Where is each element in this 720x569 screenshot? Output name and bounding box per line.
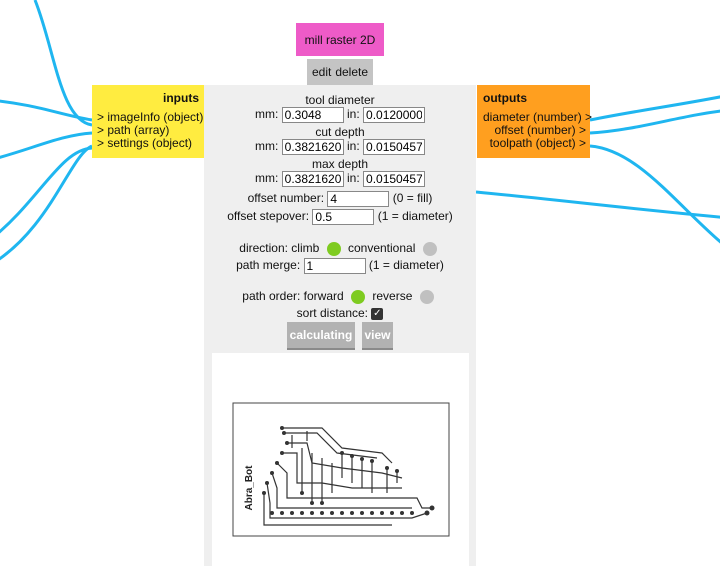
inputs-header: inputs <box>163 91 199 105</box>
input-port-path[interactable]: > path (array) <box>97 123 170 137</box>
tool-diameter-label: tool diameter <box>305 93 375 107</box>
sort-distance-label: sort distance: <box>296 306 369 320</box>
tool-diameter-in-input[interactable] <box>363 107 426 123</box>
path-merge-hint: (1 = diameter) <box>368 258 444 273</box>
path-order-row: path order: forward reverse <box>204 289 476 304</box>
tool-diameter-in-label: in: <box>346 107 360 122</box>
cut-depth-in-input[interactable] <box>363 139 426 155</box>
sort-distance-row: sort distance: ✓ <box>204 306 476 320</box>
outputs-header: outputs <box>483 91 527 105</box>
offset-stepover-label: offset stepover: <box>227 209 310 224</box>
outputs-panel: outputs diameter (number) > offset (numb… <box>477 85 593 158</box>
offset-stepover-hint: (1 = diameter) <box>377 209 453 224</box>
offset-number-label: offset number: <box>247 191 325 206</box>
cut-depth-in-label: in: <box>346 139 360 154</box>
output-port-diameter[interactable]: diameter (number) > <box>483 110 593 124</box>
wire-in-1 <box>0 99 93 122</box>
max-depth-label: max depth <box>311 157 369 171</box>
output-port-offset[interactable]: offset (number) > <box>494 123 587 137</box>
offset-number-hint: (0 = fill) <box>392 191 433 206</box>
cut-depth-row: mm: in: <box>204 139 476 155</box>
input-port-settings[interactable]: > settings (object) <box>97 136 193 150</box>
cut-depth-mm-input[interactable] <box>281 139 344 155</box>
view-button[interactable]: view <box>362 322 393 348</box>
wire-in-3 <box>33 0 93 127</box>
offset-stepover-input[interactable] <box>312 209 375 225</box>
path-order-forward-label: path order: forward <box>242 289 344 303</box>
sort-distance-checkbox[interactable]: ✓ <box>371 307 384 320</box>
path-order-reverse-radio[interactable] <box>419 289 434 304</box>
edit-button[interactable]: edit <box>311 65 332 79</box>
tool-diameter-mm-input[interactable] <box>281 107 344 123</box>
direction-conventional-label: conventional <box>347 241 416 255</box>
module-title[interactable]: mill raster 2D <box>296 23 384 56</box>
direction-climb-label: direction: climb <box>239 241 320 255</box>
calculate-button[interactable]: calculating <box>287 322 355 348</box>
offset-stepover-row: offset stepover: (1 = diameter) <box>204 209 476 225</box>
wire-out-2 <box>589 109 720 135</box>
toolpath-preview: Abra_Bot <box>212 353 469 566</box>
wire-out-4 <box>475 190 720 219</box>
toolpath-pads <box>262 426 435 516</box>
path-merge-row: path merge: (1 = diameter) <box>204 258 476 274</box>
direction-climb-radio[interactable] <box>326 241 341 256</box>
max-depth-row: mm: in: <box>204 171 476 187</box>
offset-number-input[interactable] <box>327 191 390 207</box>
inputs-panel: inputs > imageInfo (object) > path (arra… <box>92 85 204 158</box>
max-depth-mm-input[interactable] <box>281 171 344 187</box>
wire-in-4 <box>0 144 93 261</box>
cut-depth-mm-label: mm: <box>254 139 279 154</box>
direction-row: direction: climb conventional <box>204 241 476 256</box>
path-order-reverse-label: reverse <box>372 289 413 303</box>
wire-in-5 <box>0 146 93 234</box>
tool-diameter-mm-label: mm: <box>254 107 279 122</box>
module-actions: edit delete <box>307 59 373 85</box>
wire-in-2 <box>0 131 93 159</box>
toolpath-traces <box>263 427 432 526</box>
max-depth-mm-label: mm: <box>254 171 279 186</box>
direction-conventional-radio[interactable] <box>422 241 437 256</box>
board-label: Abra_Bot <box>244 465 255 511</box>
output-port-toolpath[interactable]: toolpath (object) > <box>489 136 586 150</box>
wire-out-3 <box>589 144 720 244</box>
cut-depth-label: cut depth <box>315 125 365 139</box>
path-order-forward-radio[interactable] <box>351 289 366 304</box>
toolpath-drawing: Abra_Bot <box>232 402 450 537</box>
path-merge-input[interactable] <box>303 258 366 274</box>
wire-out-1 <box>589 95 720 122</box>
path-merge-label: path merge: <box>236 258 301 273</box>
input-port-imageinfo[interactable]: > imageInfo (object) <box>97 110 204 124</box>
max-depth-in-input[interactable] <box>363 171 426 187</box>
tool-diameter-row: mm: in: <box>204 107 476 123</box>
delete-button[interactable]: delete <box>335 65 369 79</box>
max-depth-in-label: in: <box>346 171 360 186</box>
offset-number-row: offset number: (0 = fill) <box>204 191 476 207</box>
